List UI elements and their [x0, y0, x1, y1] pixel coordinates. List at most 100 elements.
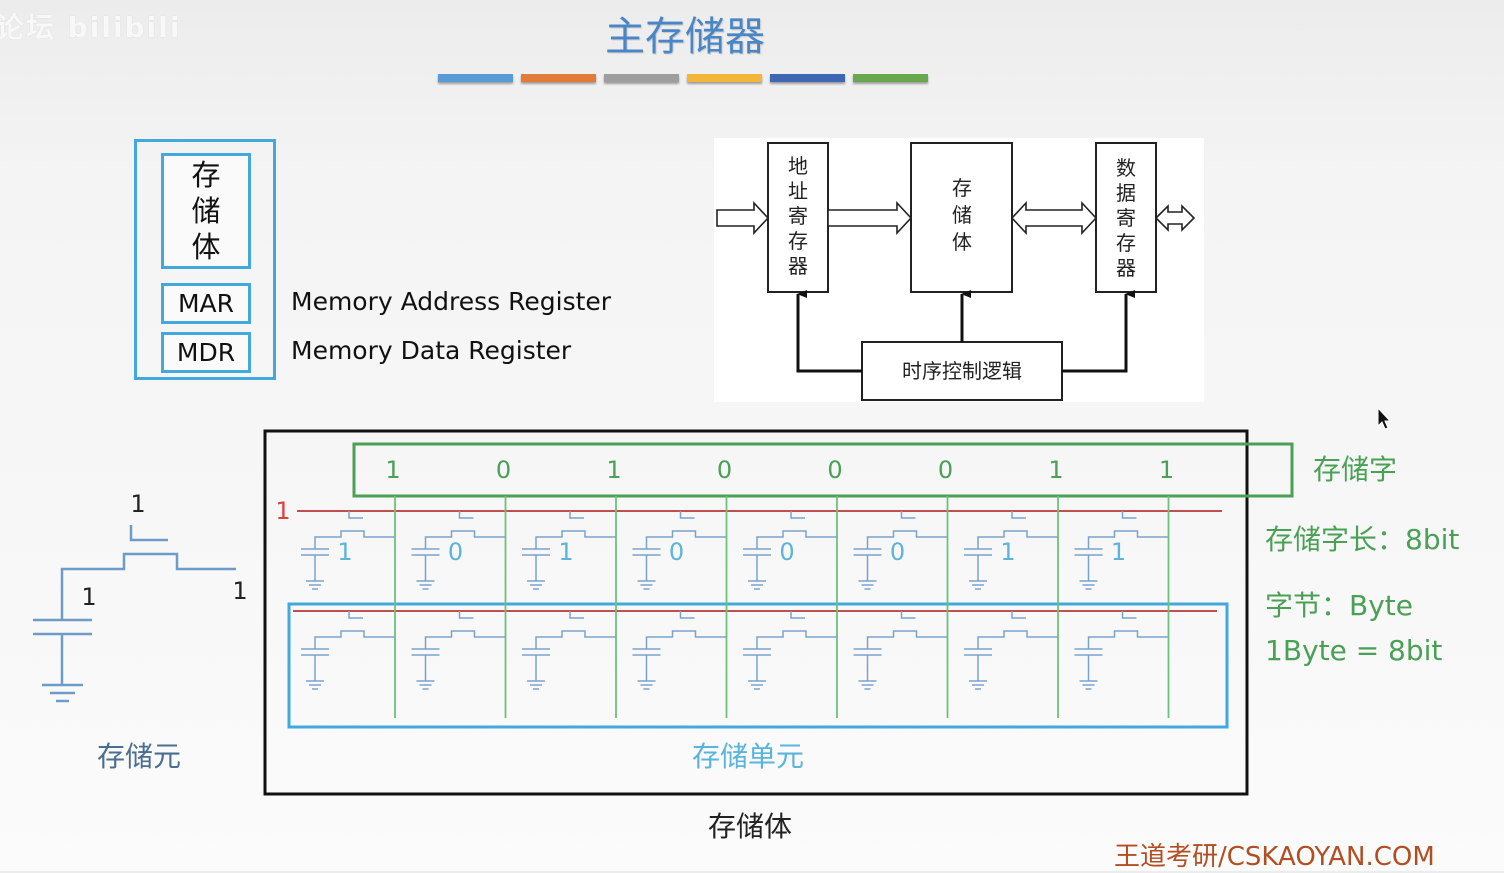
storage-word-bit: 1	[385, 456, 400, 484]
cell-channel	[866, 530, 948, 549]
data-register-char: 寄	[1116, 206, 1136, 230]
color-bar	[604, 74, 679, 82]
cell-channel	[424, 530, 506, 549]
storage-cell	[964, 511, 1058, 590]
address-register-char: 存	[788, 229, 808, 253]
storage-cell	[301, 511, 395, 590]
storage-cell	[522, 511, 616, 590]
cell-channel	[314, 530, 395, 549]
storage-word-bit: 1	[606, 456, 621, 484]
storage-cell	[853, 611, 948, 690]
cell-gate	[679, 511, 695, 519]
cell-gate	[900, 611, 916, 619]
data-register-char: 器	[1116, 256, 1136, 280]
address-register-char: 寄	[788, 204, 808, 228]
storage-body-label: 存储体	[708, 810, 792, 843]
storage-cell	[522, 611, 616, 690]
storage-word-bit: 0	[938, 456, 953, 484]
color-bar	[853, 74, 928, 82]
storage-cell	[411, 611, 506, 690]
data-io-double-arrow	[1154, 204, 1196, 232]
mar-box: MAR	[161, 283, 251, 324]
storage-cell-bit: 0	[890, 538, 905, 566]
cell-channel	[645, 630, 727, 649]
cell-channel	[424, 630, 506, 649]
cell-gate	[790, 511, 805, 519]
storage-cell	[301, 611, 395, 690]
storage-cell	[853, 511, 948, 590]
mar-description: Memory Address Register	[291, 287, 612, 316]
storage-cell	[1074, 611, 1169, 690]
storage-body-char: 体	[191, 230, 221, 264]
storage-cell-bit: 0	[779, 538, 794, 566]
address-register-char: 址	[788, 179, 808, 203]
cell-gate	[569, 611, 584, 619]
cell-gate	[569, 511, 584, 519]
color-bar	[521, 74, 596, 82]
body-data-double-arrow	[1010, 200, 1098, 236]
data-register-char: 据	[1116, 181, 1136, 205]
cell-gate	[1011, 611, 1026, 619]
cell-gate	[348, 511, 363, 519]
cell-gate	[790, 611, 805, 619]
storage-word-bit: 0	[717, 456, 732, 484]
storage-cell	[632, 611, 727, 690]
mdr-box: MDR	[161, 332, 251, 373]
cell-channel	[1087, 530, 1169, 549]
storage-cell	[632, 511, 727, 590]
byte-note: 字节：Byte	[1265, 589, 1413, 622]
storage-word-bit: 0	[827, 456, 842, 484]
cell-channel	[756, 530, 837, 549]
color-bar-row	[438, 74, 928, 82]
storage-cell-bit: 0	[669, 538, 684, 566]
cell-gate	[1011, 511, 1026, 519]
storage-body-block-char: 储	[952, 203, 972, 227]
cell-gate	[1121, 511, 1137, 519]
storage-cell-bit: 0	[448, 538, 463, 566]
storage-word-bit: 1	[1159, 456, 1174, 484]
cell-gate	[458, 511, 474, 519]
slide-title: 主存储器	[605, 14, 765, 60]
storage-element-label: 存储元	[97, 740, 181, 773]
color-bar	[438, 74, 513, 82]
mdr-description: Memory Data Register	[291, 336, 572, 365]
storage-unit-label: 存储单元	[692, 740, 804, 773]
control-to-data-line	[1062, 290, 1135, 373]
storage-cell	[743, 511, 837, 590]
storage-word-bit: 0	[496, 456, 511, 484]
cell-gate	[458, 611, 474, 619]
memory-block-diagram: 地 址 寄 存 器 存 储 体 数 据 寄 存 器 时序控制逻辑	[714, 138, 1204, 402]
cell-gate-line	[129, 525, 168, 542]
cell-channel	[977, 630, 1058, 649]
cell-channel	[1087, 630, 1169, 649]
footer-brand: 王道考研/CSKAOYAN.COM	[1114, 842, 1435, 872]
cell-capacitor-value: 1	[81, 583, 96, 611]
watermark: 论坛 bilibili	[0, 11, 182, 44]
storage-word-bit: 1	[1048, 456, 1063, 484]
storage-cell	[1074, 511, 1169, 590]
address-to-body-arrow	[827, 200, 913, 236]
data-register-char: 存	[1116, 231, 1136, 255]
storage-body-char: 存	[191, 158, 221, 192]
storage-word-label: 存储字	[1313, 453, 1398, 486]
storage-cell-bit: 1	[337, 538, 352, 566]
storage-body-char: 储	[191, 194, 221, 228]
mouse-cursor-icon	[1377, 406, 1392, 430]
word-length-note: 存储字长：8bit	[1265, 523, 1460, 556]
storage-body-block	[910, 142, 1013, 293]
cell-channel	[535, 530, 616, 549]
cell-channel	[977, 530, 1058, 549]
cell-gate	[679, 611, 695, 619]
color-bar	[770, 74, 845, 82]
cell-channel	[535, 630, 616, 649]
storage-body-box: 存 储 体	[161, 153, 251, 269]
color-bar	[687, 74, 762, 82]
storage-body-frame	[263, 429, 1249, 796]
storage-unit-box	[287, 602, 1229, 729]
cell-channel	[314, 630, 395, 649]
address-register-char: 器	[788, 254, 808, 278]
main-memory-box	[134, 139, 276, 380]
input-arrow	[716, 200, 770, 236]
storage-cell	[411, 511, 506, 590]
